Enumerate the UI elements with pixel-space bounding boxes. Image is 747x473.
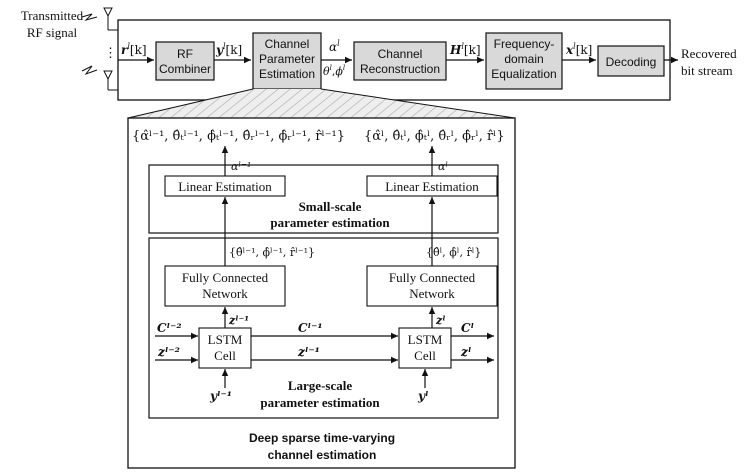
deep-sparse-estimation-frame bbox=[127, 117, 516, 469]
z-curr-up-label: zˡ bbox=[435, 314, 445, 327]
cpe-label-1: Channel bbox=[265, 37, 310, 51]
transmitted-label-line2: RF signal bbox=[27, 25, 78, 40]
z-out-label: zˡ bbox=[460, 345, 471, 359]
z-prev-up-label: zˡ⁻¹ bbox=[228, 314, 249, 327]
decoding-label: Decoding bbox=[606, 55, 657, 69]
c-out-label: Cˡ bbox=[461, 321, 474, 335]
fc-prev-label-1: Fully Connected bbox=[182, 270, 269, 285]
recovered-label-line2: bit stream bbox=[681, 63, 733, 78]
lstm-cell-prev bbox=[198, 327, 252, 369]
rf-combiner-label-1: RF bbox=[177, 47, 193, 61]
signal-y-label: yl[k] bbox=[215, 42, 242, 57]
fully-connected-curr bbox=[366, 265, 498, 307]
small-scale-caption: Small-scale bbox=[299, 199, 362, 214]
z-in-label: zˡ⁻² bbox=[157, 345, 180, 359]
z-mid-label: zˡ⁻¹ bbox=[297, 345, 320, 359]
signal-alpha-label: αl bbox=[329, 39, 340, 54]
lstm-curr-label-1: LSTM bbox=[408, 332, 443, 347]
alpha-curr-label: αˡ bbox=[438, 160, 448, 173]
fully-connected-prev bbox=[164, 265, 286, 307]
fde-label-2: domain bbox=[504, 52, 543, 66]
fc-curr-label-1: Fully Connected bbox=[389, 270, 476, 285]
cpe-label-2: Parameter bbox=[259, 52, 315, 66]
large-scale-caption: Large-scale bbox=[288, 378, 352, 393]
alpha-prev-label: αˡ⁻¹ bbox=[231, 160, 251, 173]
decoding-block bbox=[597, 45, 665, 77]
fc-curr-label-2: Network bbox=[409, 286, 455, 301]
large-scale-caption-line2: parameter estimation bbox=[260, 395, 380, 410]
param-set-prev-label: {θ̂ˡ⁻¹, ϕ̂ˡ⁻¹, r̂ˡ⁻¹} bbox=[229, 246, 315, 259]
signal-r-label: rl[k] bbox=[121, 42, 147, 57]
linear-estimation-prev bbox=[164, 175, 286, 197]
deep-sparse-caption-line2: channel estimation bbox=[268, 448, 377, 462]
y-curr-label: yˡ bbox=[417, 389, 428, 403]
signal-h-label: Hl[k] bbox=[449, 42, 481, 57]
param-set-curr-label: {θ̂ˡ, ϕ̂ˡ, r̂ˡ} bbox=[426, 246, 481, 259]
signal-x-label: xl[k] bbox=[565, 42, 592, 57]
linear-estimation-curr bbox=[366, 175, 498, 197]
transmitted-label: Transmitted bbox=[21, 8, 84, 23]
lstm-prev-label-2: Cell bbox=[214, 348, 236, 363]
frequency-domain-equalization-block bbox=[485, 32, 563, 90]
deep-sparse-caption: Deep sparse time-varying bbox=[249, 431, 395, 445]
linear-estimation-curr-label: Linear Estimation bbox=[385, 179, 479, 194]
small-scale-frame bbox=[148, 164, 499, 234]
fde-label-3: Equalization bbox=[491, 67, 556, 81]
antenna-ellipsis: ⋮ bbox=[104, 45, 117, 60]
fc-prev-label-2: Network bbox=[202, 286, 248, 301]
recovered-label: Recovered bbox=[681, 46, 737, 61]
channel-reconstruction-block bbox=[353, 41, 447, 81]
fde-label-1: Frequency- bbox=[494, 37, 555, 51]
lstm-curr-label-2: Cell bbox=[414, 348, 436, 363]
output-prev-set: {α̂ˡ⁻¹, θ̂ₜˡ⁻¹, ϕ̂ₜˡ⁻¹, θ̂ᵣˡ⁻¹, ϕ̂ᵣˡ⁻¹, … bbox=[132, 129, 345, 144]
lstm-cell-curr bbox=[398, 327, 452, 369]
cr-label-1: Channel bbox=[378, 47, 423, 61]
y-prev-label: yˡ⁻¹ bbox=[209, 389, 232, 403]
cr-label-2: Reconstruction bbox=[360, 62, 440, 76]
antenna-array-icon bbox=[81, 7, 118, 91]
rf-combiner-label-2: Combiner bbox=[159, 62, 211, 76]
large-scale-frame bbox=[148, 237, 499, 419]
c-mid-label: Cˡ⁻¹ bbox=[298, 321, 323, 335]
rf-combiner-block bbox=[155, 41, 215, 81]
lstm-prev-label-1: LSTM bbox=[208, 332, 243, 347]
cpe-label-3: Estimation bbox=[259, 67, 315, 81]
zoom-trapezoid bbox=[127, 88, 516, 119]
signal-theta-phi-label: θl,ϕl bbox=[323, 64, 345, 78]
small-scale-caption-line2: parameter estimation bbox=[270, 215, 390, 230]
linear-estimation-prev-label: Linear Estimation bbox=[178, 179, 272, 194]
c-in-label: Cˡ⁻² bbox=[157, 321, 182, 335]
output-curr-set: {α̂ˡ, θ̂ₜˡ, ϕ̂ₜˡ, θ̂ᵣˡ, ϕ̂ᵣˡ, r̂ˡ} bbox=[364, 129, 505, 144]
